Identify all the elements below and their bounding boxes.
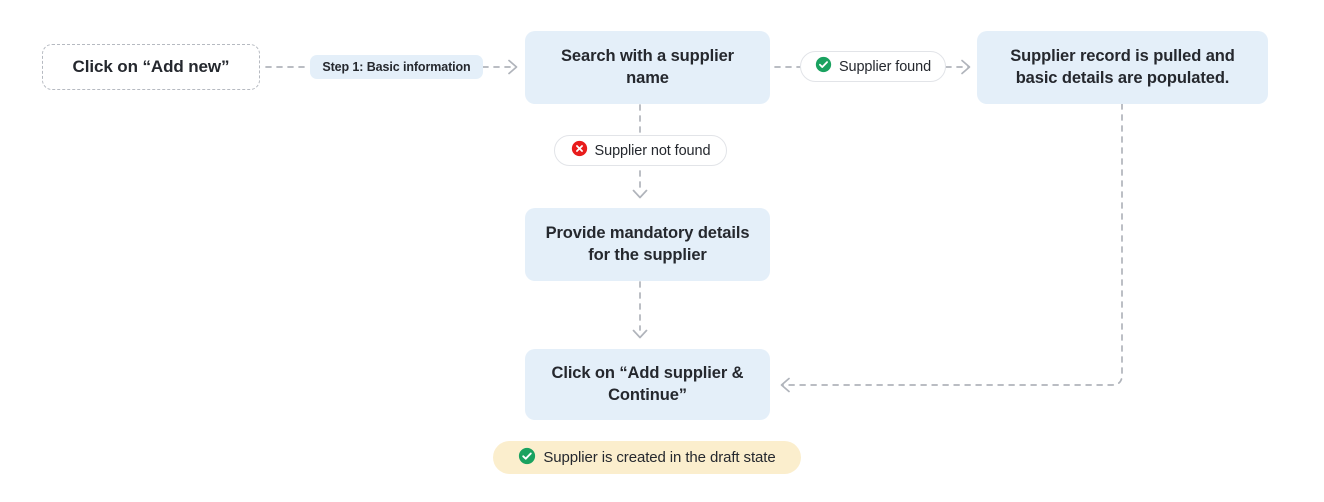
check-circle-icon bbox=[518, 447, 536, 469]
arrowhead-found-to-record bbox=[961, 59, 971, 75]
node-supplier-record-pulled-label: Supplier record is pulled and basic deta… bbox=[1010, 46, 1235, 87]
badge-supplier-not-found: Supplier not found bbox=[554, 135, 727, 166]
arrowhead-search-to-provide bbox=[632, 189, 648, 199]
node-search-supplier-name-label: Search with a supplier name bbox=[561, 46, 734, 87]
node-click-add-supplier-continue[interactable]: Click on “Add supplier & Continue” bbox=[525, 349, 770, 420]
connector-record-to-add bbox=[781, 103, 1123, 386]
node-click-add-new[interactable]: Click on “Add new” bbox=[42, 44, 260, 90]
node-click-add-new-label: Click on “Add new” bbox=[72, 57, 230, 76]
node-supplier-record-pulled[interactable]: Supplier record is pulled and basic deta… bbox=[977, 31, 1268, 104]
node-click-add-supplier-continue-label: Click on “Add supplier & Continue” bbox=[551, 363, 744, 404]
arrowhead-step-to-search bbox=[508, 59, 518, 75]
node-search-supplier-name[interactable]: Search with a supplier name bbox=[525, 31, 770, 104]
badge-supplier-draft-state: Supplier is created in the draft state bbox=[493, 441, 801, 474]
arrowhead-record-to-add bbox=[780, 377, 790, 393]
node-provide-mandatory-details-label: Provide mandatory details for the suppli… bbox=[545, 223, 750, 264]
chip-step-1-label: Step 1: Basic information bbox=[322, 60, 471, 74]
node-provide-mandatory-details[interactable]: Provide mandatory details for the suppli… bbox=[525, 208, 770, 281]
badge-supplier-not-found-label: Supplier not found bbox=[594, 142, 711, 159]
x-circle-icon bbox=[571, 140, 588, 161]
arrowhead-provide-to-add bbox=[632, 329, 648, 339]
chip-step-1-basic-information: Step 1: Basic information bbox=[310, 55, 483, 79]
badge-supplier-found: Supplier found bbox=[800, 51, 946, 82]
badge-supplier-draft-state-label: Supplier is created in the draft state bbox=[543, 449, 776, 466]
badge-supplier-found-label: Supplier found bbox=[838, 58, 932, 75]
check-circle-icon bbox=[815, 56, 832, 77]
